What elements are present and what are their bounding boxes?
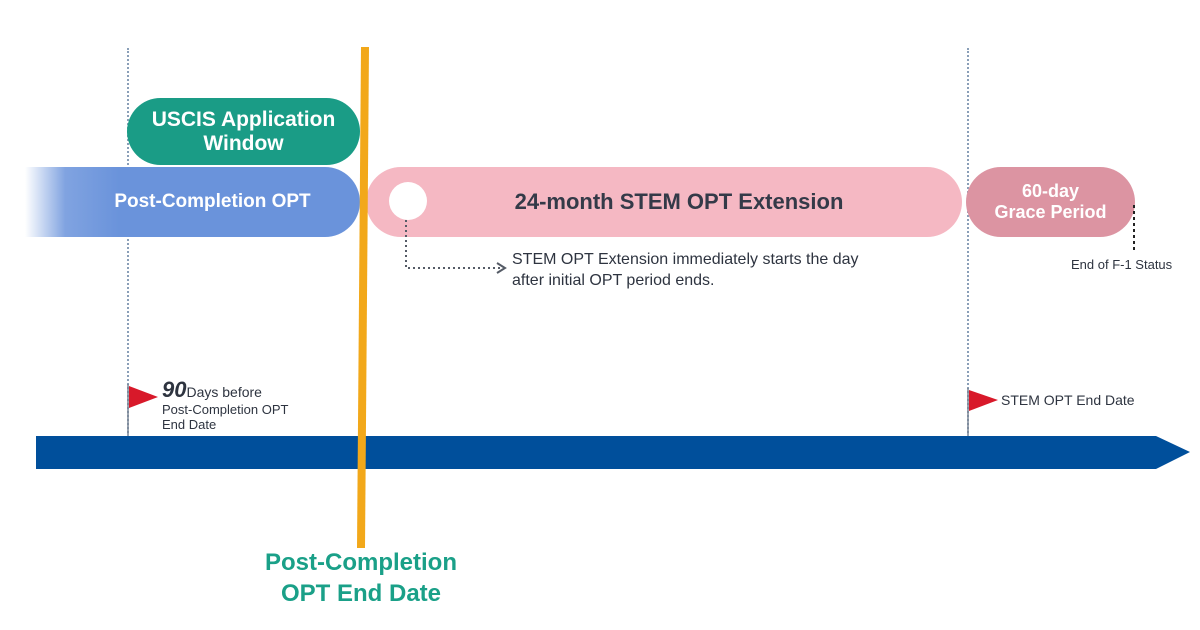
post-completion-opt-bar: Post-Completion OPT bbox=[25, 167, 360, 237]
flag-icon-90 bbox=[129, 386, 158, 408]
grace-period-label: 60-day Grace Period bbox=[994, 181, 1107, 222]
flag-icon-stem-end bbox=[969, 390, 998, 411]
stem-start-note: STEM OPT Extension immediately starts th… bbox=[512, 251, 859, 289]
start-marker-circle bbox=[389, 182, 427, 220]
stem-start-connector bbox=[405, 220, 500, 269]
stem-opt-end-date-label: STEM OPT End Date bbox=[1001, 392, 1135, 408]
stem-start-arrowhead bbox=[496, 262, 507, 274]
uscis-application-window-label: USCIS Application Window bbox=[151, 107, 336, 155]
ninety-number: 90 bbox=[162, 377, 187, 402]
grace-period-bar: 60-day Grace Period bbox=[966, 167, 1135, 237]
guide-line-90-days bbox=[127, 48, 129, 433]
end-date-line bbox=[357, 46, 369, 549]
post-completion-end-date-label: Post-Completion OPT End Date bbox=[265, 549, 457, 607]
timeline-arrow bbox=[36, 436, 1190, 469]
stem-opt-extension-bar: 24-month STEM OPT Extension bbox=[366, 167, 962, 237]
end-of-f1-status: End of F-1 Status bbox=[1071, 257, 1173, 272]
uscis-application-window-bar: USCIS Application Window bbox=[127, 98, 360, 165]
ninety-text: Days before bbox=[186, 384, 262, 400]
ninety-days-sub: Post-Completion OPT End Date bbox=[162, 402, 289, 432]
stem-opt-extension-label: 24-month STEM OPT Extension bbox=[514, 189, 844, 214]
post-completion-opt-label: Post-Completion OPT bbox=[114, 191, 311, 212]
guide-line-stem-end bbox=[967, 48, 969, 433]
ninety-days-label: 90Days before bbox=[162, 377, 262, 403]
